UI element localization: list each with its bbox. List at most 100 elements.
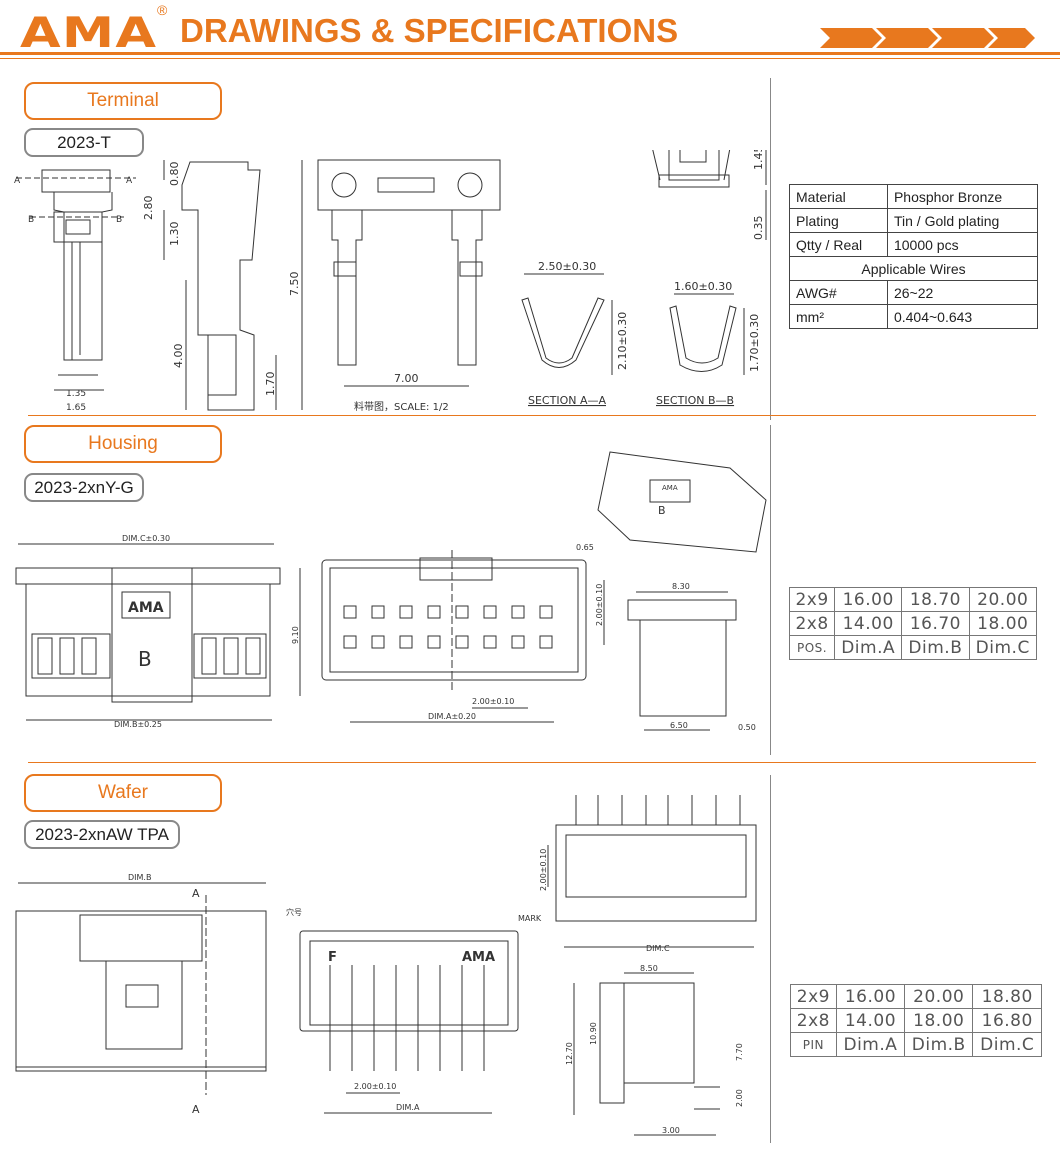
table-cell: 16.80 xyxy=(972,1008,1042,1033)
wafer-dim-pitch-v: 2.00±0.10 xyxy=(539,849,548,891)
dim-a: DIM.A±0.20 xyxy=(428,712,476,721)
table-cell: 18.80 xyxy=(972,984,1042,1009)
brand-logo: AMA xyxy=(20,8,158,57)
dim-pitch-v: 2.00±0.10 xyxy=(595,584,604,626)
dim-1-30: 1.30 xyxy=(168,222,181,247)
terminal-section-label: Terminal xyxy=(24,82,222,120)
svg-text:B: B xyxy=(28,215,34,225)
dim-pitch-h: 2.00±0.10 xyxy=(472,697,514,706)
dim-section-b-width: 1.60±0.30 xyxy=(674,280,732,293)
dim-6-50: 6.50 xyxy=(670,721,688,730)
terminal-front-view: 1.35 1.65 A A B B xyxy=(14,169,136,413)
wafer-back-view: 2.00±0.10 DIM.C xyxy=(539,795,757,953)
cavity-grid xyxy=(343,605,553,649)
wafer-dim-pitch: 2.00±0.10 xyxy=(354,1082,396,1091)
section-a-view: 2.50±0.30 2.10±0.30 SECTION A—A xyxy=(521,260,629,407)
housing-iso-view: AMA B xyxy=(597,451,767,553)
dim-4-00: 4.00 xyxy=(172,344,185,369)
dim-8-30: 8.30 xyxy=(672,582,690,591)
table-cell: Dim.A xyxy=(834,635,903,660)
dim-0-65: 0.65 xyxy=(576,543,594,552)
table-cell: 20.00 xyxy=(968,587,1038,612)
section-a-label: SECTION A—A xyxy=(528,394,606,407)
dim-1-35: 1.35 xyxy=(66,389,86,399)
table-cell: PIN xyxy=(790,1032,837,1057)
terminal-strip-view: 7.00 料带图，SCALE: 1/2 xyxy=(317,159,501,413)
dim-b: DIM.B±0.25 xyxy=(114,720,162,729)
housing-side-view: 8.30 6.50 0.50 xyxy=(627,582,756,732)
wafer-dim-12-70: 12.70 xyxy=(565,1042,574,1065)
section-rule xyxy=(28,415,1036,416)
dim-9-10: 9.10 xyxy=(291,626,300,644)
mark-label: MARK xyxy=(518,914,542,923)
svg-text:A: A xyxy=(14,176,21,186)
table-cell: Dim.B xyxy=(904,1032,974,1057)
dim-1-70: 1.70 xyxy=(264,372,277,397)
housing-part-number: 2023-2xnY-G xyxy=(24,473,144,502)
table-cell: 18.00 xyxy=(904,1008,974,1033)
housing-front-view: DIM.C±0.30 AMA B DIM.B±0.25 9.10 xyxy=(15,534,301,729)
svg-text:A: A xyxy=(126,176,133,186)
table-cell: Plating xyxy=(789,208,888,233)
dim-section-a-height: 2.10±0.30 xyxy=(616,312,629,370)
table-cell: POS. xyxy=(788,635,836,660)
dim-1-45: 1.45 xyxy=(752,150,765,170)
table-cell: 26~22 xyxy=(886,280,1039,305)
divider xyxy=(770,775,771,1143)
table-cell: 16.00 xyxy=(834,587,903,612)
table-cell: Dim.A xyxy=(835,1032,906,1057)
table-cell: 14.00 xyxy=(835,1008,906,1033)
table-cell: 2x8 xyxy=(788,611,836,636)
svg-text:A: A xyxy=(192,887,200,900)
table-cell: 2x9 xyxy=(790,984,837,1009)
header-rule-thin xyxy=(0,58,1060,59)
page-title: DRAWINGS & SPECIFICATIONS xyxy=(180,12,679,49)
wafer-dim-3-00: 3.00 xyxy=(662,1126,680,1135)
wafer-dim-a: DIM.A xyxy=(396,1103,420,1112)
dim-c: DIM.C±0.30 xyxy=(122,534,170,543)
wafer-drawing: DIM.B A A F AMA 穴号 MARK 2.00±0.10 DIM.A … xyxy=(15,795,757,1136)
wafer-dim-10-90: 10.90 xyxy=(589,1022,598,1045)
table-cell: Material xyxy=(789,184,888,209)
table-cell: 10000 pcs xyxy=(886,232,1039,257)
dim-7-00: 7.00 xyxy=(394,372,419,385)
ama-mark: AMA xyxy=(128,600,164,616)
dim-0-80: 0.80 xyxy=(168,162,181,187)
wafer-top-view: F AMA 穴号 MARK 2.00±0.10 DIM.A xyxy=(286,907,542,1114)
header-rule xyxy=(0,52,1060,55)
section-b-label: SECTION B—B xyxy=(656,394,734,407)
svg-text:AMA: AMA xyxy=(462,950,495,965)
dim-2-80: 2.80 xyxy=(142,196,155,221)
dim-7-50: 7.50 xyxy=(288,272,301,297)
wafer-front-view: DIM.B A A xyxy=(15,873,267,1116)
table-cell: Qtty / Real xyxy=(789,232,888,257)
table-cell: mm² xyxy=(789,304,888,329)
wafer-part-number: 2023-2xnAW TPA xyxy=(24,820,180,849)
svg-text:F: F xyxy=(328,950,337,965)
registered-mark: ® xyxy=(157,2,168,18)
table-cell: 18.70 xyxy=(901,587,970,612)
chevron-arrows-icon xyxy=(820,28,1035,48)
dim-0-35: 0.35 xyxy=(752,216,765,241)
housing-section-label: Housing xyxy=(24,425,222,463)
table-cell: Dim.C xyxy=(972,1032,1042,1057)
dim-section-b-height: 1.70±0.30 xyxy=(748,314,761,372)
housing-top-view: 2.00±0.10 DIM.A±0.20 2.00±0.10 0.65 xyxy=(321,543,605,723)
table-cell: 20.00 xyxy=(904,984,974,1009)
table-row: Applicable Wires xyxy=(789,256,1038,281)
dim-section-a-width: 2.50±0.30 xyxy=(538,260,596,273)
terminal-side-view: 0.80 2.80 1.30 7.50 4.00 1.70 xyxy=(142,160,303,411)
divider xyxy=(770,78,771,420)
table-header-cell: Applicable Wires xyxy=(789,256,1038,281)
housing-drawing: DIM.C±0.30 AMA B DIM.B±0.25 9.10 2.00±0.… xyxy=(15,451,767,732)
terminal-drawing: 1.35 1.65 A A B B 0.80 2.80 1.30 7.50 4.… xyxy=(14,150,767,413)
table-cell: 2x9 xyxy=(788,587,836,612)
table-cell: Dim.C xyxy=(968,635,1038,660)
section-rule xyxy=(28,762,1036,763)
